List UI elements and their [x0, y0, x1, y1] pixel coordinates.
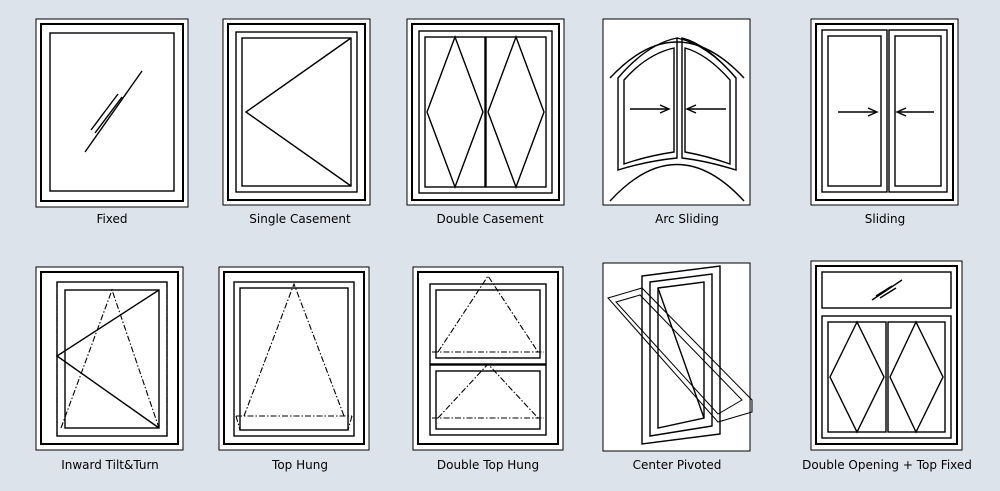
label-sliding: Sliding — [864, 212, 906, 226]
label-arc-sliding: Arc Sliding — [655, 212, 719, 226]
label-double-casement: Double Casement — [436, 212, 544, 226]
label-single-casement: Single Casement — [249, 212, 351, 226]
fixed-window-drawing — [35, 18, 189, 208]
sliding-drawing — [810, 18, 959, 206]
window-double-casement — [406, 18, 566, 208]
double-casement-drawing — [406, 18, 565, 206]
top-hung-drawing — [218, 266, 370, 451]
window-double-opening-top-fixed — [810, 260, 964, 452]
window-double-top-hung — [412, 266, 564, 452]
single-casement-drawing — [222, 18, 371, 206]
arc-sliding-drawing — [602, 18, 751, 206]
window-top-hung — [218, 266, 370, 452]
window-single-casement — [222, 18, 372, 208]
label-inward-tilt-turn: Inward Tilt&Turn — [61, 458, 159, 472]
double-opening-top-fixed-drawing — [810, 260, 963, 451]
label-double-top-hung: Double Top Hung — [436, 458, 540, 472]
window-inward-tilt-turn — [35, 266, 185, 452]
window-arc-sliding — [602, 18, 752, 208]
label-fixed: Fixed — [96, 212, 128, 226]
window-sliding — [810, 18, 960, 208]
label-double-opening-top-fixed: Double Opening + Top Fixed — [802, 458, 972, 472]
label-center-pivoted: Center Pivoted — [632, 458, 722, 472]
window-center-pivoted — [602, 262, 753, 452]
window-fixed — [35, 18, 190, 208]
label-top-hung: Top Hung — [272, 458, 328, 472]
center-pivoted-drawing — [602, 262, 753, 452]
inward-tilt-turn-drawing — [35, 266, 184, 451]
double-top-hung-drawing — [412, 266, 564, 451]
